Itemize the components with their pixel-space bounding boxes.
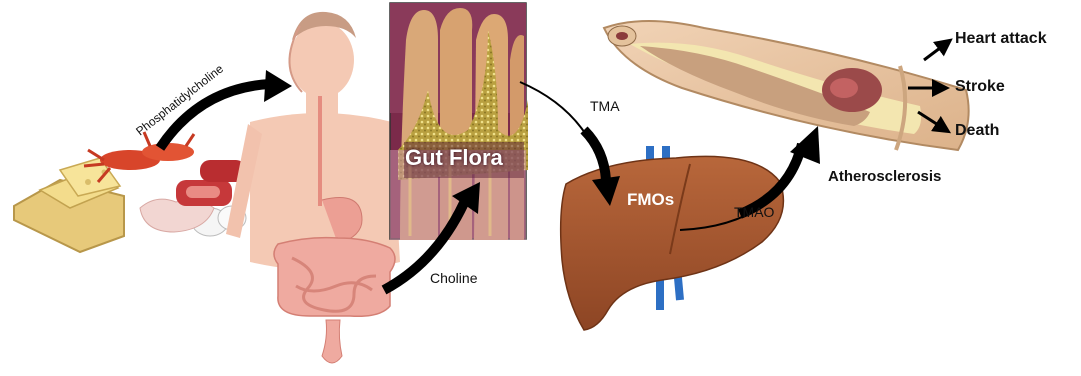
- label-stroke: Stroke: [955, 78, 1005, 96]
- arrow-tma-to-liver: [520, 82, 606, 182]
- label-fmos: FMOs: [627, 190, 674, 210]
- artery-illustration: [604, 21, 969, 150]
- label-heart-attack: Heart attack: [955, 30, 1047, 48]
- human-body: [226, 12, 400, 363]
- label-tmao: TMAO: [734, 204, 774, 220]
- label-gut-flora: Gut Flora: [405, 145, 503, 171]
- liver: [561, 146, 784, 330]
- arrow-food-to-mouth-head: [264, 70, 292, 102]
- label-tma: TMA: [590, 98, 620, 114]
- label-death: Death: [955, 122, 999, 140]
- label-atherosclerosis: Atherosclerosis: [828, 168, 941, 185]
- label-choline: Choline: [430, 270, 477, 286]
- food-illustration: [14, 132, 246, 252]
- arrow-heart-attack: [924, 42, 948, 60]
